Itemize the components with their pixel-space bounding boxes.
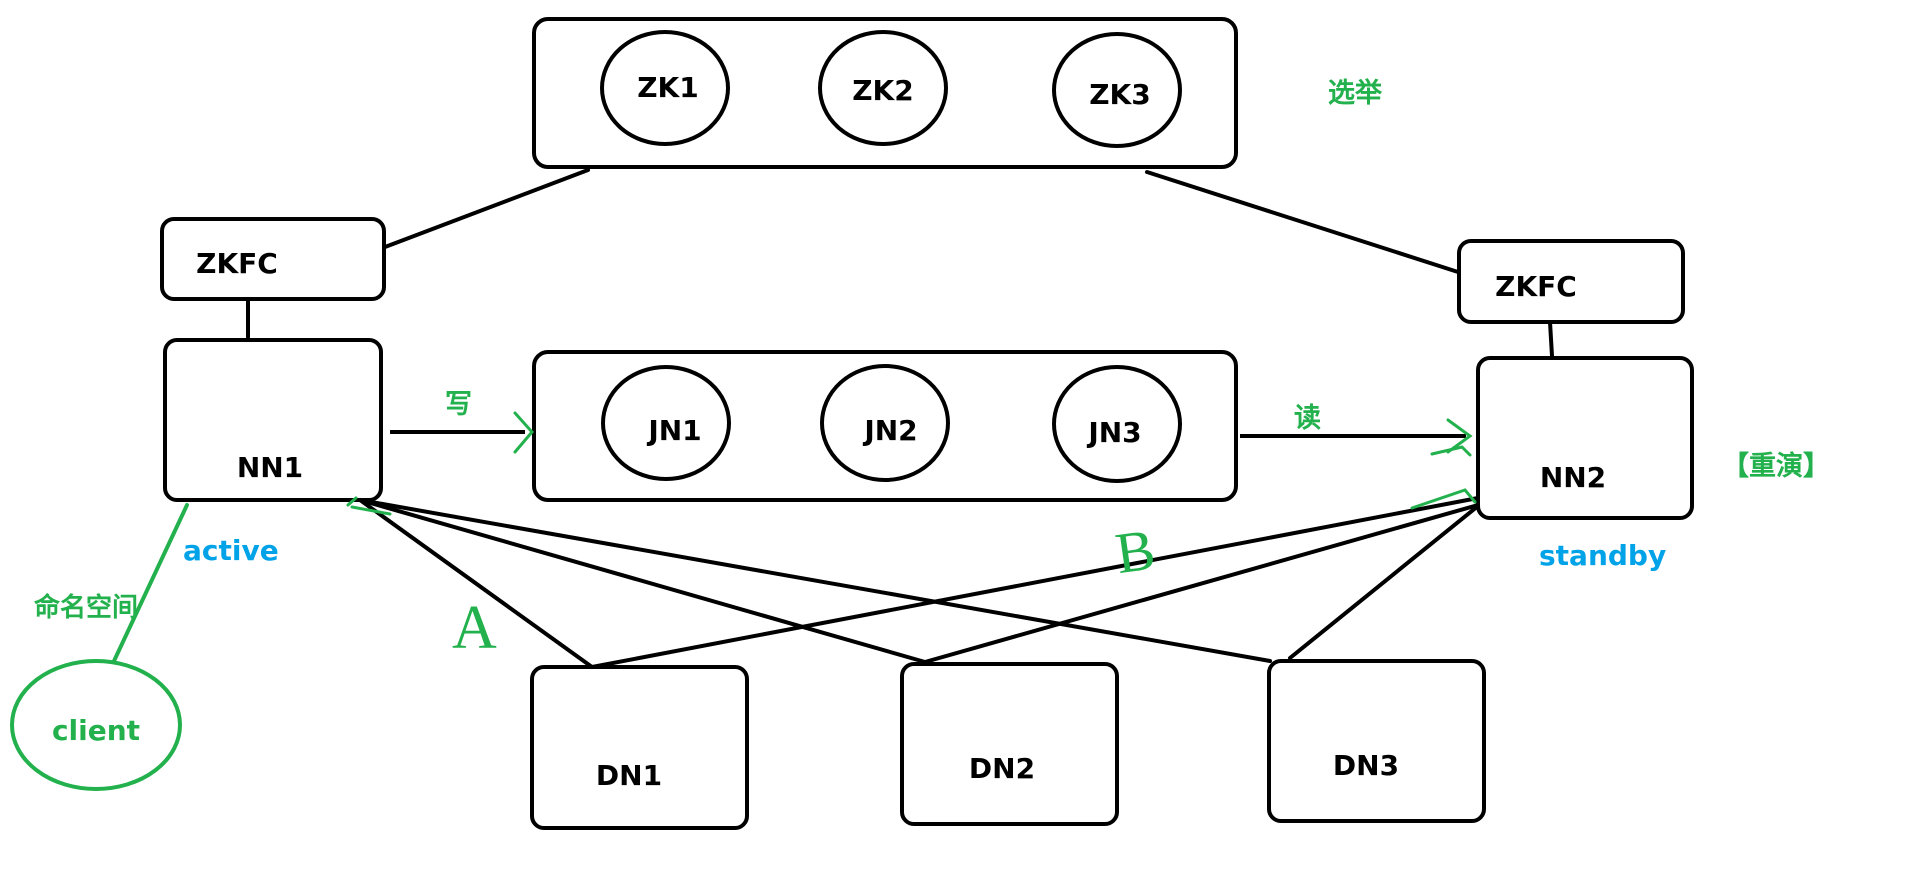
annotation-a-text: A (452, 594, 497, 662)
dn3-label: DN3 (1333, 749, 1399, 782)
edge-nn1-dn3 (358, 498, 1272, 663)
jn2-label: JN2 (862, 414, 917, 447)
dn1-box (530, 665, 749, 830)
nn1-green-arrowhead (346, 496, 392, 516)
left-zkfc-box (160, 217, 386, 301)
dn1-label: DN1 (596, 759, 662, 792)
left-zkfc-label: ZKFC (196, 247, 278, 280)
zk3-node (1052, 32, 1182, 148)
edge-zk-to-left-zkfc (383, 168, 590, 249)
edge-nn1-dn1 (358, 498, 594, 669)
nn2-lower-green-arrowhead (1410, 488, 1477, 510)
write-label: 写 (445, 389, 472, 420)
jn3-node (1052, 365, 1182, 483)
zk1-node (600, 30, 730, 146)
namespace-label: 命名空间 (34, 592, 138, 623)
zk1-label: ZK1 (637, 71, 698, 104)
nn2-state-label: standby (1539, 539, 1666, 572)
read-label: 读 (1294, 403, 1321, 434)
client-node (10, 659, 182, 791)
read-arrow-head (1446, 418, 1473, 454)
zk3-label: ZK3 (1089, 78, 1150, 111)
client-label: client (52, 714, 140, 747)
annotation-a: A (452, 594, 497, 662)
jn1-node (601, 365, 731, 481)
jn2-node (820, 364, 950, 482)
edge-dn2-nn2 (923, 503, 1480, 664)
nn2-upper-green-arrowhead (1430, 445, 1472, 457)
nn2-replay-note: 【重演】 (1722, 450, 1830, 482)
jn3-label: JN3 (1086, 416, 1141, 449)
election-label: 选举 (1328, 77, 1383, 109)
zookeeper-cluster-box (532, 17, 1238, 169)
edge-dn1-nn2 (590, 496, 1480, 669)
right-zkfc-label: ZKFC (1495, 270, 1577, 303)
dn2-box (900, 662, 1119, 826)
write-arrow-head (513, 411, 534, 454)
right-zkfc-box (1457, 239, 1685, 324)
dn3-box (1267, 659, 1486, 823)
edge-dn3-nn2 (1288, 504, 1480, 660)
dn2-label: DN2 (969, 752, 1035, 785)
nn1-box (163, 338, 383, 502)
nn1-state-label: active (183, 534, 279, 567)
edge-right-zkfc-to-nn2 (1548, 320, 1554, 358)
nn2-box (1476, 356, 1694, 520)
annotation-b-text: B (1111, 516, 1158, 586)
journal-cluster-box (532, 350, 1238, 502)
nn1-label: NN1 (237, 451, 303, 484)
edge-client-to-nn1 (112, 503, 189, 663)
jn1-label: JN1 (646, 414, 701, 447)
nn2-label: NN2 (1540, 461, 1606, 494)
zk2-node (818, 30, 948, 146)
zk2-label: ZK2 (852, 74, 913, 107)
edge-zk-to-right-zkfc (1145, 170, 1460, 274)
annotation-b: B (1111, 516, 1158, 586)
edge-nn1-dn2 (358, 498, 927, 664)
